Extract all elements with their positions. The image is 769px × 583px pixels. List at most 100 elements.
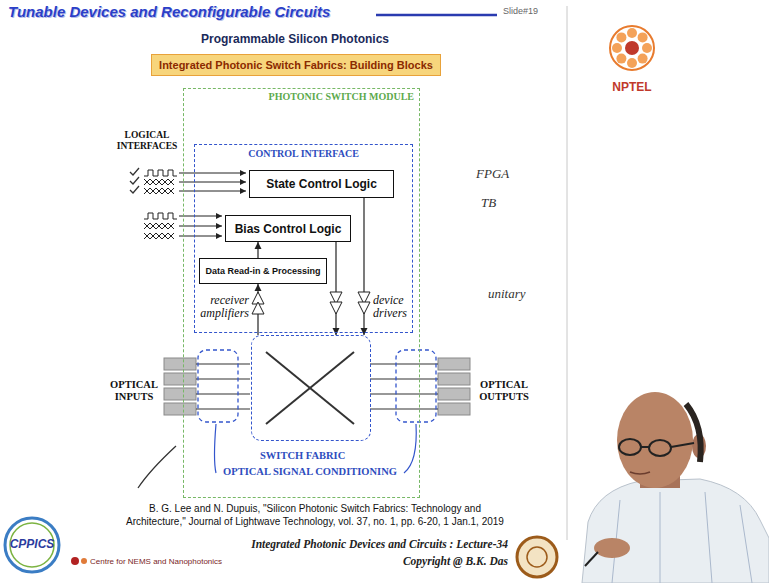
- shirt-stripe: [740, 505, 752, 583]
- signal-conditioning-box: [396, 350, 436, 422]
- fiber-line: [196, 363, 250, 364]
- region-heading: PHOTONIC SWITCH MODULE: [269, 91, 414, 102]
- banner-box: Integrated Photonic Switch Fabrics: Buil…: [151, 54, 441, 76]
- slide-border: [567, 6, 568, 540]
- fiber-line: [196, 378, 250, 379]
- logic-box: State Control Logic: [249, 170, 394, 198]
- logo-ring: [5, 518, 59, 572]
- box-text: State Control Logic: [266, 177, 377, 191]
- copyright-footer: Copyright @ B.K. Das: [180, 555, 508, 567]
- logo-dot: [71, 557, 79, 565]
- logo-text: NPTEL: [602, 80, 662, 94]
- port-label: OPTICAL OUTPUTS: [472, 379, 536, 403]
- logo-petal: [638, 54, 648, 64]
- hand: [594, 538, 630, 558]
- handwritten-note: FPGA: [476, 166, 526, 182]
- eye-waveform: [144, 223, 174, 229]
- iit-logo: [517, 537, 557, 577]
- fiber-connector: [164, 373, 196, 385]
- checkmark: [130, 177, 139, 184]
- interface-label: LOGICAL INTERFACES: [112, 130, 182, 152]
- eye-waveform: [144, 233, 174, 239]
- pen-stroke: [138, 446, 176, 488]
- fiber-connector: [438, 388, 470, 400]
- handwritten-note: TB: [481, 195, 511, 211]
- device-driver-symbol: [330, 302, 342, 314]
- eye-waveform: [144, 179, 174, 185]
- switch-path: [266, 352, 354, 424]
- shirt-stripe: [705, 492, 712, 583]
- citation-caption: B. G. Lee and N. Dupuis, "Silicon Photon…: [125, 503, 505, 528]
- mouth: [630, 472, 650, 474]
- logo-ring: [610, 26, 654, 70]
- signal-arrow: [179, 216, 222, 217]
- signal-connector: [335, 242, 336, 335]
- signal-conditioning-box: [198, 350, 238, 422]
- handwritten-note: unitary: [488, 286, 548, 302]
- checkmark: [130, 168, 139, 175]
- signal-arrow: [179, 182, 246, 183]
- fiber-line: [196, 393, 250, 394]
- signal-connector: [257, 242, 258, 258]
- signal-arrow: [179, 173, 246, 174]
- logo-text: CPPICS: [4, 537, 60, 551]
- shirt-stripe: [660, 492, 661, 583]
- processing-box: Data Read-in & Processing: [199, 258, 327, 284]
- signal-arrow: [179, 236, 222, 237]
- slide-number: Slide#19: [503, 6, 563, 16]
- cppics-logo: [5, 518, 59, 572]
- port-label: OPTICAL INPUTS: [104, 379, 164, 403]
- nptel-logo: [610, 26, 654, 70]
- logic-box: Bias Control Logic: [225, 215, 351, 242]
- glasses-lens: [649, 440, 671, 456]
- module-region: PHOTONIC SWITCH MODULE CONTROL INTERFACE S…: [183, 88, 420, 498]
- fiber-line: [370, 363, 438, 364]
- region-heading: CONTROL INTERFACE: [195, 148, 412, 159]
- switch-path: [266, 352, 354, 424]
- optical-output-connectors: [438, 358, 470, 415]
- logo-dot: [81, 558, 87, 564]
- logo-ring: [527, 547, 547, 567]
- hair: [686, 404, 701, 462]
- logo-ring: [517, 537, 557, 577]
- cnn-logo: [71, 557, 87, 565]
- glasses-bridge: [641, 446, 649, 448]
- fiber-connector: [438, 403, 470, 415]
- logic-waveforms: [144, 170, 177, 239]
- fiber-line: [370, 408, 438, 409]
- driver-label: device drivers: [373, 294, 411, 320]
- fiber-line: [370, 378, 438, 379]
- region-heading: SWITCH FABRIC: [260, 450, 345, 461]
- leader-line: [215, 424, 217, 473]
- pen: [585, 552, 598, 566]
- fiber-connector: [438, 373, 470, 385]
- logo-petal: [612, 43, 622, 53]
- fiber-line: [196, 408, 250, 409]
- receiver-amplifier-symbol: [252, 302, 264, 314]
- logo-petal: [616, 32, 626, 42]
- pen-checkmarks: [130, 168, 139, 193]
- slide-title: Tunable Devices and Reconfigurable Circu…: [8, 3, 330, 20]
- banner-title: Integrated Photonic Switch Fabrics: Buil…: [159, 59, 433, 71]
- fiber-connector: [164, 403, 196, 415]
- conditioning-label: OPTICAL SIGNAL CONDITIONING: [210, 466, 410, 477]
- logo-core: [625, 41, 639, 55]
- device-driver-symbol: [358, 302, 370, 314]
- glasses-temple: [671, 443, 694, 447]
- fiber-connector: [164, 388, 196, 400]
- logo-petal: [642, 43, 652, 53]
- logo-petal: [638, 32, 648, 42]
- clock-waveform: [144, 170, 177, 176]
- optical-input-connectors: [164, 358, 196, 415]
- lecturer-figure: [582, 392, 769, 583]
- fiber-line: [370, 393, 438, 394]
- slide-subtitle: Programmable Silicon Photonics: [160, 32, 430, 46]
- switch-fabric-box: SWITCH FABRIC: [251, 335, 371, 441]
- institute-name: Centre for NEMS and Nanophotonics: [90, 557, 260, 566]
- logo-petal: [627, 58, 637, 68]
- logo-petal: [627, 28, 637, 38]
- header-rule: [376, 14, 497, 17]
- fiber-connector: [438, 358, 470, 370]
- signal-arrow: [179, 226, 222, 227]
